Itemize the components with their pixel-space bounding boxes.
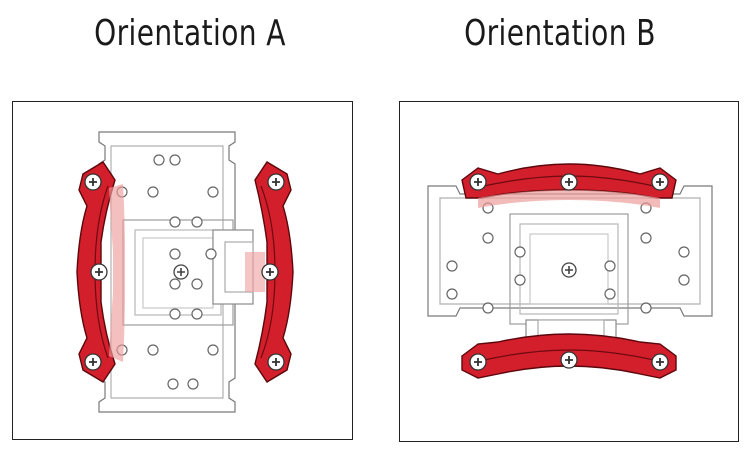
orientation-b-panel (399, 101, 739, 442)
mounting-plate (428, 186, 712, 316)
center-screw-icon (562, 263, 576, 277)
orientation-b-title: Orientation B (443, 6, 677, 62)
orientation-a-panel (12, 101, 353, 440)
center-screw-icon (174, 265, 188, 279)
orientation-a-diagram (13, 102, 354, 441)
orientation-a-title: Orientation A (73, 6, 307, 62)
orientation-b-diagram (400, 102, 740, 443)
